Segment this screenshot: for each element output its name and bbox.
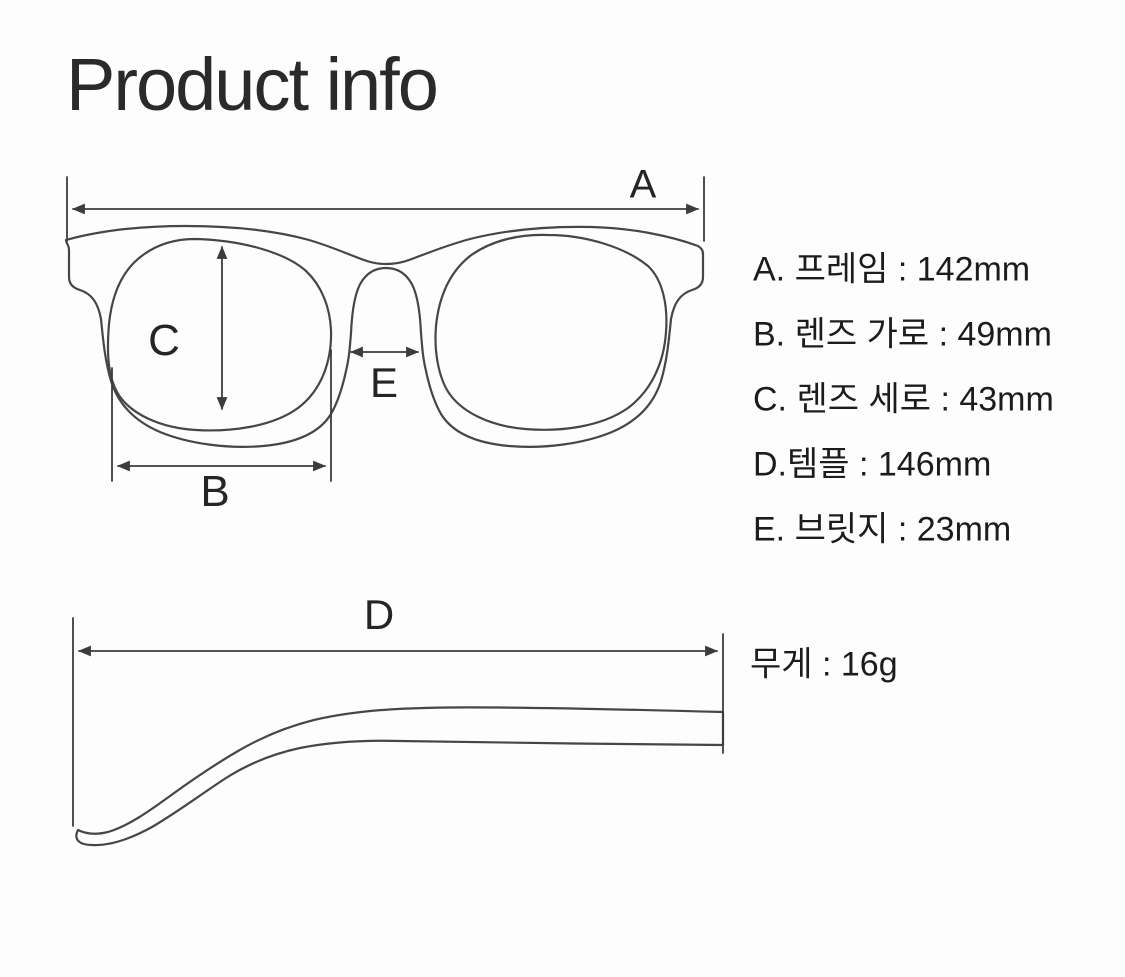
dim-label-c: C <box>148 316 180 365</box>
spec-line-lens-width: B. 렌즈 가로 : 49mm <box>753 315 1052 354</box>
right-lens-rim <box>434 233 668 431</box>
spec-line-bridge-width: E. 브릿지 : 23mm <box>753 510 1012 549</box>
dim-label-a: A <box>629 162 657 207</box>
glasses-front-view-drawing <box>64 224 705 448</box>
weight-label: 무게 : 16g <box>750 645 898 684</box>
spec-line-lens-height: C. 렌즈 세로 : 43mm <box>753 380 1054 419</box>
temple-outline <box>75 706 725 847</box>
dim-label-e: E <box>369 359 399 406</box>
dim-label-b: B <box>200 467 230 516</box>
frame-outline <box>64 224 705 448</box>
left-lens-rim <box>106 237 333 432</box>
temple-side-view-drawing <box>75 706 725 847</box>
dim-label-d: D <box>363 591 395 638</box>
spec-line-frame-width: A. 프레임 : 142mm <box>753 250 1031 289</box>
side-view-dimension-lines <box>72 617 724 827</box>
front-view-dimension-lines <box>66 176 705 482</box>
spec-line-temple-length: D.템플 : 146mm <box>753 445 992 484</box>
page-title: Product info <box>66 43 439 126</box>
